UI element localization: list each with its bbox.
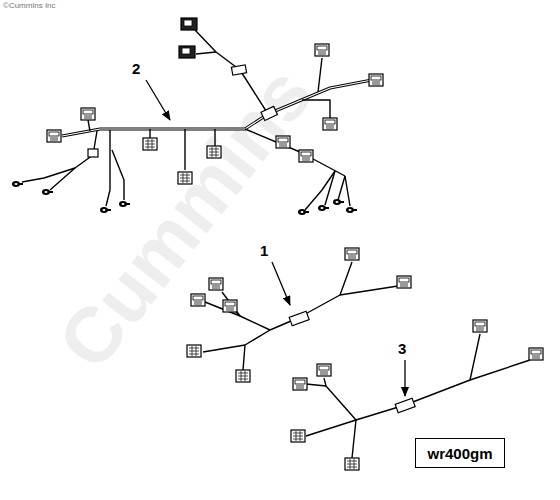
callout-number: 3 [398,340,406,357]
copyright-watermark: ©Cummins Inc [3,1,56,10]
figure-code: wr400gm [427,445,492,462]
brand-watermark: Cummins [40,50,331,386]
callout-number: 1 [260,242,268,259]
callout-number: 2 [132,60,140,77]
figure-code-box: wr400gm [415,438,505,468]
